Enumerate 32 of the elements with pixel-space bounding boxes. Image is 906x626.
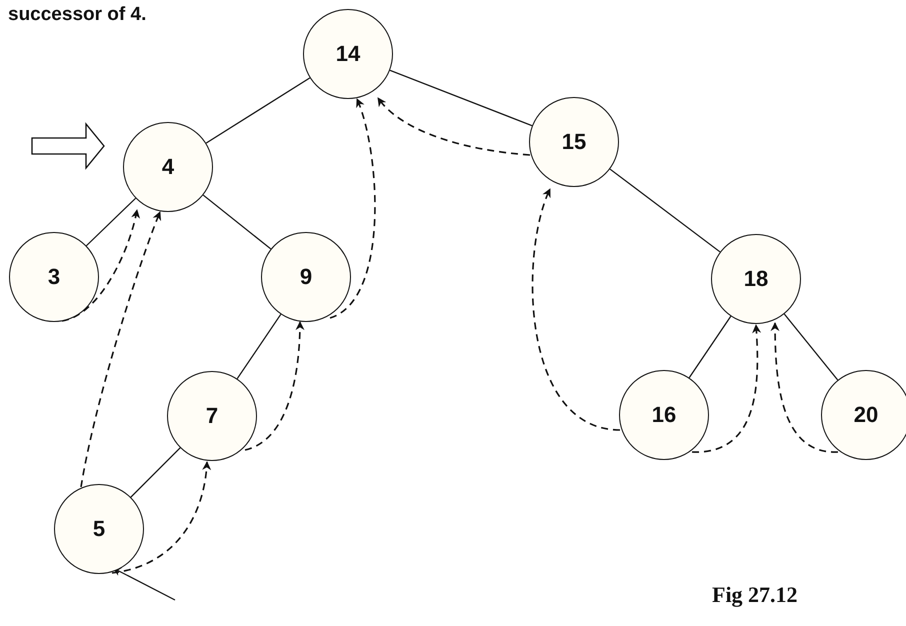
- tree-edge: [86, 198, 136, 246]
- tree-node-circle: 5: [54, 484, 144, 574]
- tree-node-circle: 4: [123, 122, 213, 212]
- thread-arrow: [692, 324, 761, 453]
- hollow-arrow: [31, 122, 105, 170]
- tree-node-circle: 20: [821, 370, 906, 460]
- thread-arrow: [377, 97, 530, 156]
- tree-edge: [202, 194, 272, 250]
- tree-edge: [784, 314, 838, 380]
- thread-arrow: [112, 461, 211, 574]
- pointer-arrow: [112, 567, 176, 601]
- tree-edge: [206, 77, 310, 144]
- tree-node-circle: 18: [711, 234, 801, 324]
- thread-arrow: [330, 98, 376, 319]
- tree-node-circle: 14: [303, 9, 393, 99]
- tree-edge: [236, 314, 282, 380]
- tree-edge: [130, 447, 181, 498]
- tree-edge: [688, 316, 732, 378]
- thread-arrow: [770, 322, 838, 453]
- thread-arrow: [62, 209, 140, 322]
- thread-arrow: [244, 321, 304, 451]
- note-text: successor of 4.: [8, 4, 146, 26]
- thread-arrow: [80, 211, 162, 488]
- tree-edge: [390, 70, 532, 126]
- tree-node-circle: 3: [9, 232, 99, 322]
- tree-edge: [610, 168, 720, 252]
- tree-node-circle: 7: [167, 371, 257, 461]
- tree-node-circle: 16: [619, 370, 709, 460]
- tree-node-circle: 9: [261, 232, 351, 322]
- thread-arrow: [532, 188, 620, 431]
- figure-caption: Fig 27.12: [712, 582, 798, 608]
- tree-node-circle: 15: [529, 97, 619, 187]
